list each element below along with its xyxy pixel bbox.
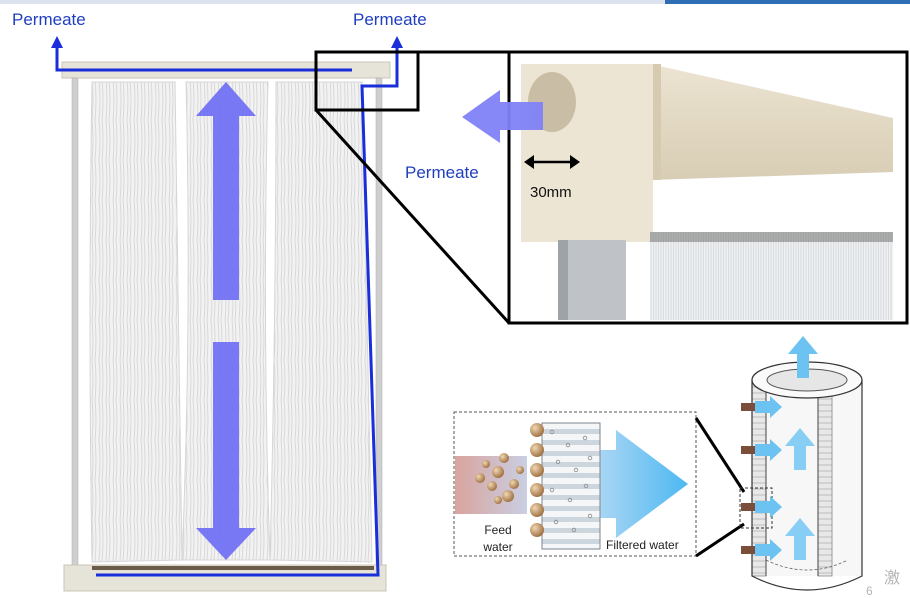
filtered-water-label: Filtered water [606, 538, 679, 552]
permeate-label-mid: Permeate [405, 163, 479, 182]
zoom-frame [507, 50, 909, 325]
filtered-water-arrow [600, 430, 688, 538]
filtration-detail-box [453, 411, 697, 557]
dimension-arrow [524, 155, 580, 169]
tube-radial-arrows [741, 396, 782, 561]
permeate-label-top: Permeate [353, 10, 427, 29]
zoom-leader-bottom [314, 108, 511, 325]
top-bar [0, 0, 910, 4]
tube-axial-arrows [785, 336, 818, 560]
membrane-pores [549, 429, 593, 533]
membrane-module [61, 61, 391, 592]
zoomed-header-photo [509, 52, 907, 323]
permeate-label-left: Permeate [12, 10, 86, 29]
permeate-flow-lines [55, 46, 399, 577]
permeate-arrowheads [51, 36, 403, 48]
foulant-particles [475, 423, 544, 537]
watermark-text: 激 [884, 570, 901, 587]
top-bar-accent [665, 0, 910, 4]
detail-leader-top [694, 417, 746, 493]
dimension-label: 30mm [530, 184, 572, 201]
feed-water-label: Feed water [483, 523, 513, 554]
zoom-region-box [314, 50, 420, 112]
permeate-out-arrow [462, 90, 543, 143]
flow-arrow-down [196, 342, 256, 560]
flow-arrow-up [196, 82, 256, 300]
membrane-wall [541, 422, 601, 550]
watermark-text-2: 6 [866, 584, 873, 598]
detail-leader-bottom [695, 522, 745, 558]
